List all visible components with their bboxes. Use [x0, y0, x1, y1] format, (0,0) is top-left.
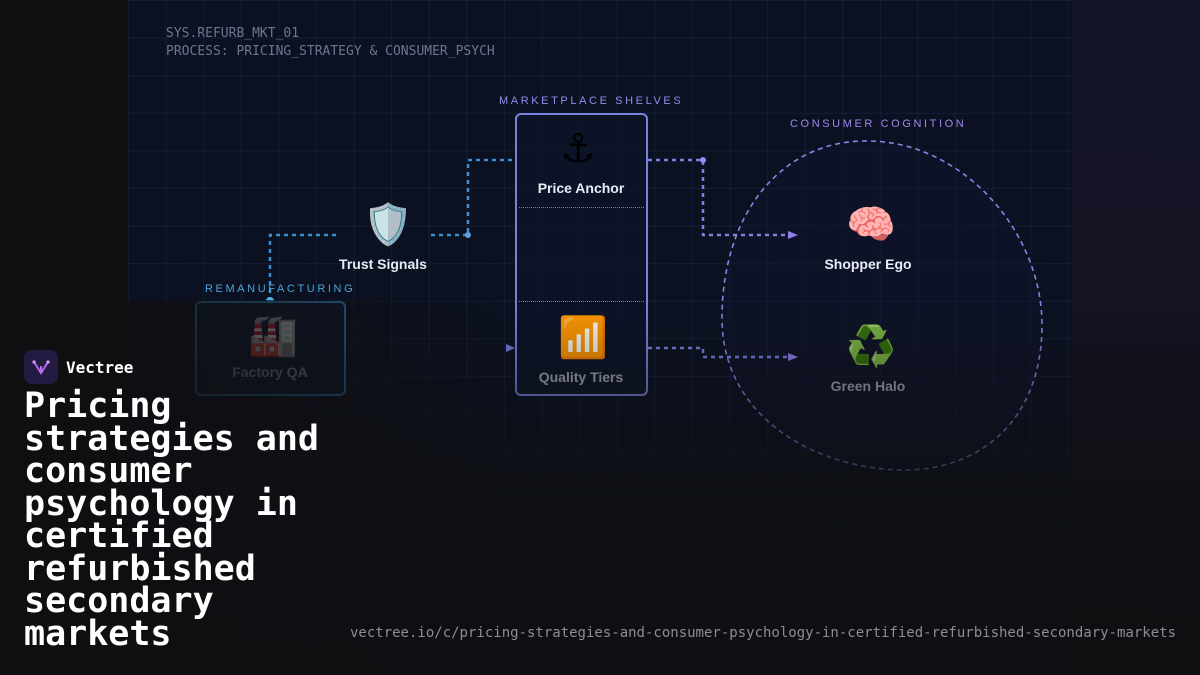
- anchor-icon: ⚓: [560, 126, 596, 172]
- recycle-icon: ♻️: [846, 324, 896, 370]
- consumer-cognition-blob: [721, 140, 1043, 471]
- arrow-into-quality-tiers: [506, 344, 515, 352]
- shelf-divider: [519, 207, 644, 208]
- wire-factory-to-trust: [268, 233, 336, 301]
- group-label-marketplace: MARKETPLACE SHELVES: [499, 95, 684, 107]
- brand[interactable]: Vectree: [24, 350, 133, 384]
- green-halo-label[interactable]: Green Halo: [830, 378, 906, 394]
- brain-icon: 🧠: [846, 202, 896, 248]
- signal-bars-icon: 📶: [558, 315, 608, 361]
- junction-anchor-dot: [700, 157, 706, 163]
- article-title: Pricing strategies and consumer psycholo…: [24, 386, 320, 654]
- group-label-consumer: CONSUMER COGNITION: [790, 118, 967, 130]
- shield-icon: 🛡️: [363, 202, 413, 248]
- brand-name: Vectree: [66, 357, 134, 377]
- quality-tiers-label[interactable]: Quality Tiers: [538, 369, 624, 385]
- wire-trust-to-anchor: [431, 158, 515, 237]
- factory-icon: 🏭: [248, 313, 298, 359]
- group-label-remanufacturing: REMANUFACTURING: [205, 283, 356, 295]
- factory-qa-label: Factory QA: [232, 364, 308, 380]
- wire-anchor-to-ego: [648, 158, 790, 237]
- process-text: PROCESS: PRICING_STRATEGY & CONSUMER_PSY…: [166, 44, 495, 59]
- system-id-text: SYS.REFURB_MKT_01: [166, 26, 300, 41]
- vectree-logo-icon: [24, 350, 58, 384]
- price-anchor-label[interactable]: Price Anchor: [537, 180, 625, 196]
- trust-signals-label[interactable]: Trust Signals: [339, 256, 427, 272]
- shopper-ego-label[interactable]: Shopper Ego: [824, 256, 912, 272]
- junction-trust-dot: [465, 232, 471, 238]
- article-url[interactable]: vectree.io/c/pricing-strategies-and-cons…: [349, 625, 1176, 641]
- shelf-divider: [519, 301, 644, 302]
- arrow-into-shopper-ego: [788, 231, 798, 239]
